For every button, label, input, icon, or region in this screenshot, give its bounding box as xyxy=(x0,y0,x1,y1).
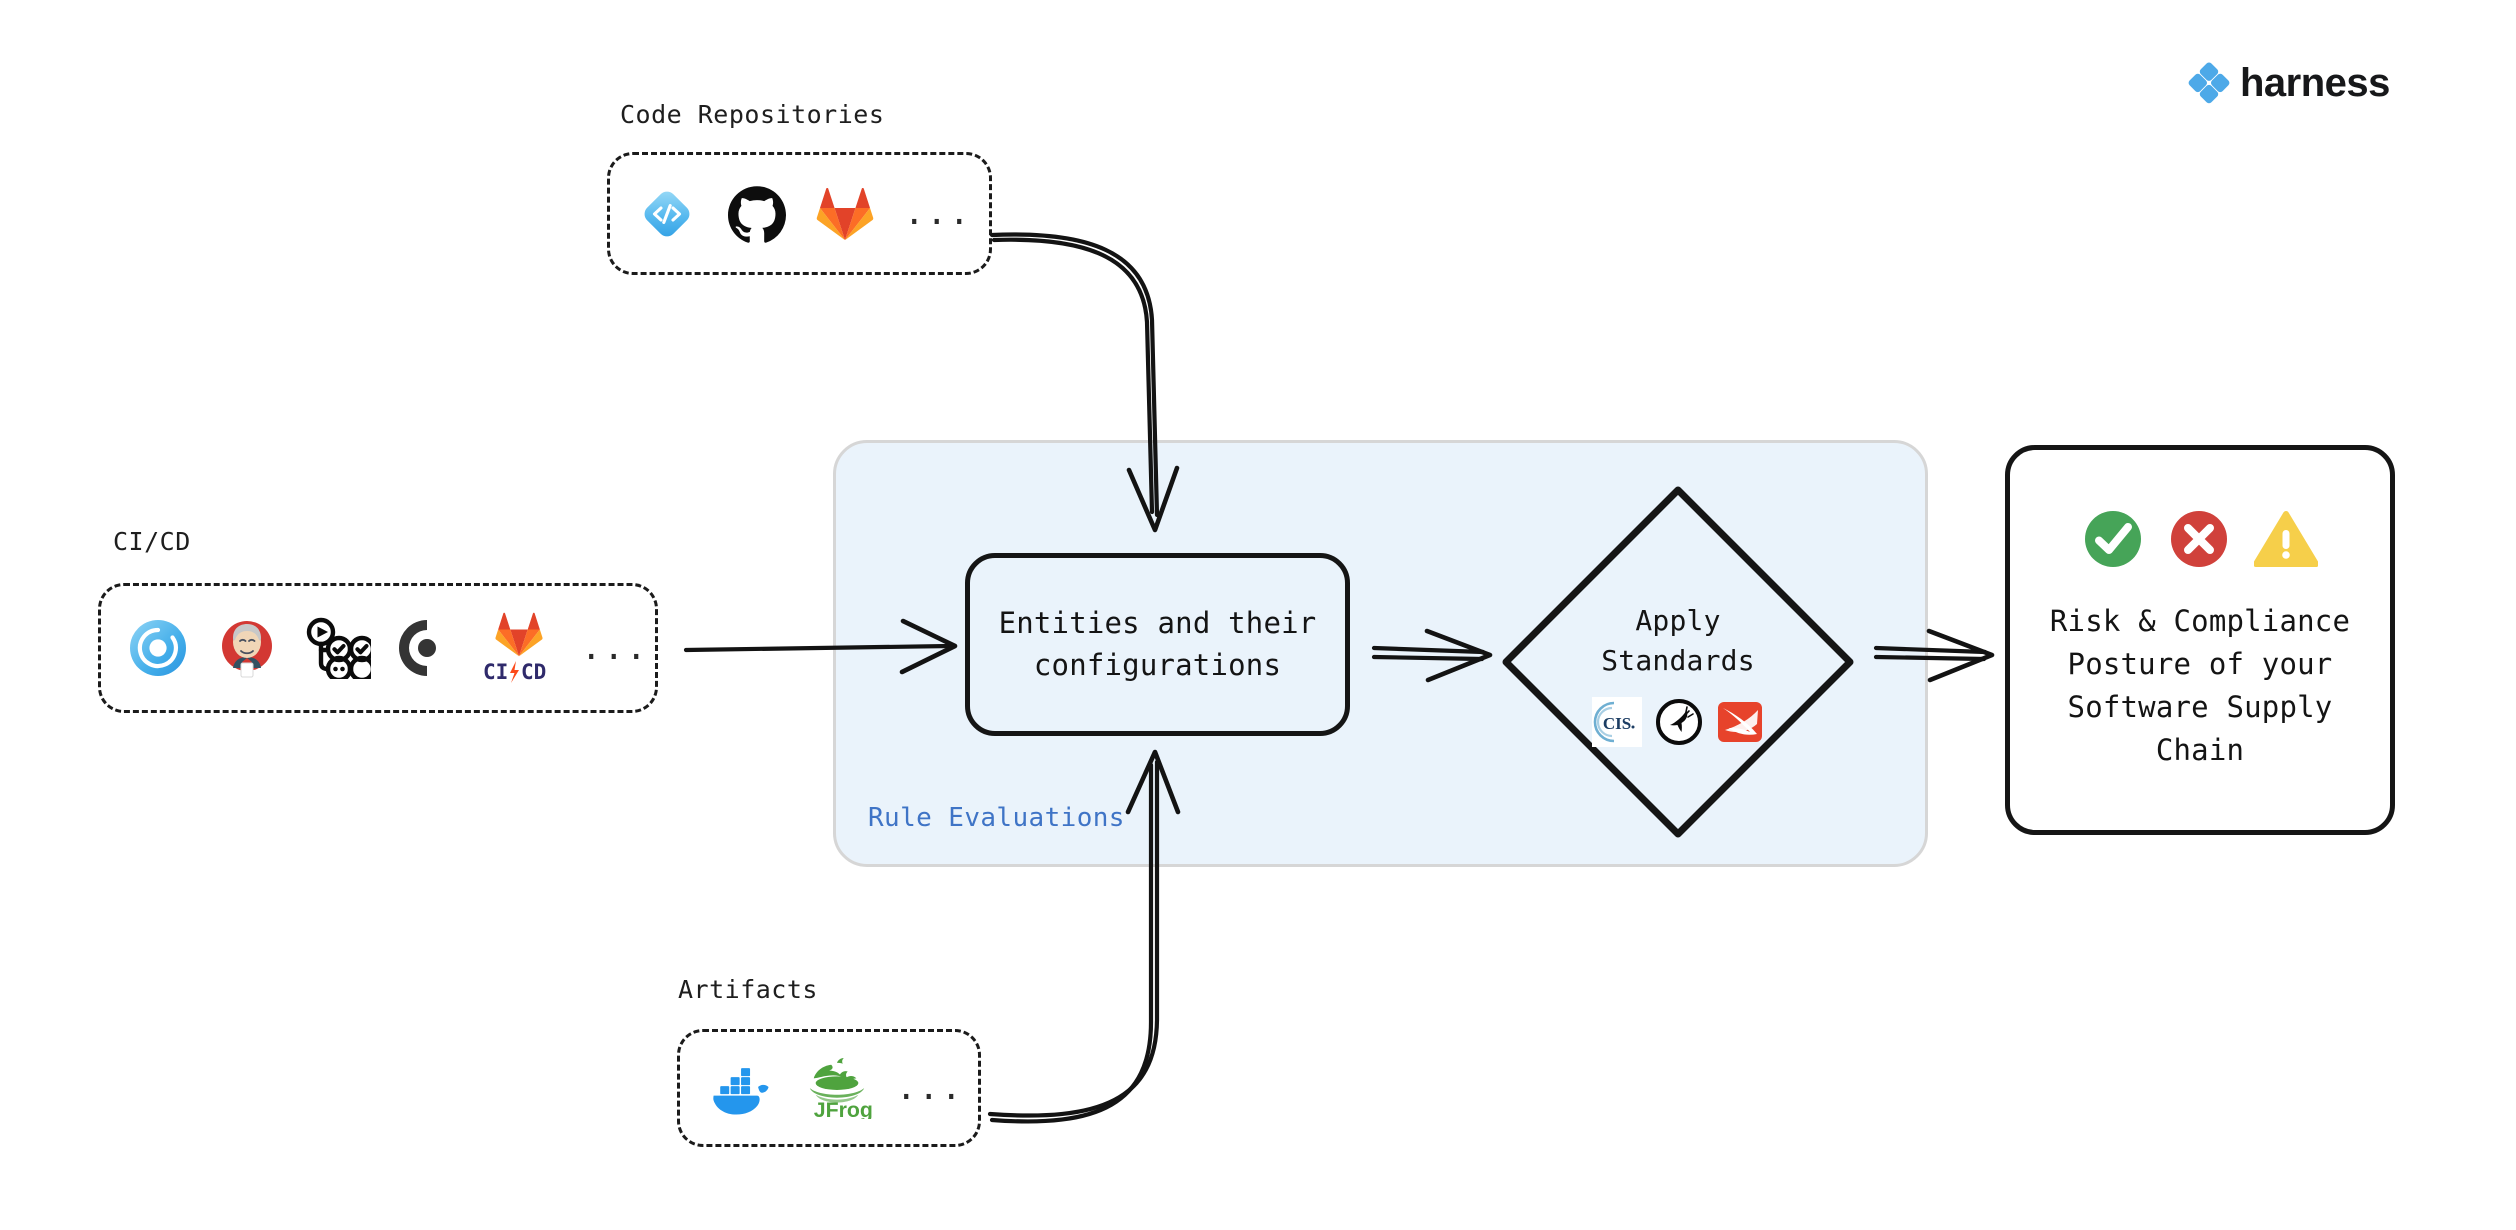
slsa-icon xyxy=(1716,698,1764,746)
rule-evaluations-label: Rule Evaluations xyxy=(868,803,1125,833)
harness-logo: harness xyxy=(2188,62,2390,104)
harness-code-icon xyxy=(636,183,698,245)
apply-standards-label: Apply Standards xyxy=(1601,604,1755,677)
jenkins-icon xyxy=(215,616,279,680)
svg-text:JFrog: JFrog xyxy=(814,1098,872,1119)
ci-cd-caption: CI/CD xyxy=(113,527,191,556)
svg-text:CIS: CIS xyxy=(1603,714,1631,733)
code-repositories-caption: Code Repositories xyxy=(620,100,885,129)
warning-triangle-icon xyxy=(2254,510,2318,568)
ci-cd-icon-row: CI CD ... xyxy=(101,586,655,710)
svg-text:CI: CI xyxy=(483,660,508,684)
outcome-label: Risk & Compliance Posture of your Softwa… xyxy=(2049,604,2351,767)
apply-standards-diamond-outline xyxy=(1502,486,1854,838)
ci-cd-box: CI CD ... xyxy=(98,583,658,713)
jfrog-icon: JFrog xyxy=(802,1057,872,1119)
standards-icon-row: CIS xyxy=(1592,696,1764,747)
status-icon-row xyxy=(2082,508,2318,570)
ci-cd-ellipsis: ... xyxy=(581,627,649,668)
entities-box-label: Entities and their configurations xyxy=(998,606,1317,682)
gitlab-cicd-icon: CI CD xyxy=(483,612,555,685)
openssf-scorecard-icon xyxy=(1655,698,1703,746)
code-repositories-ellipsis: ... xyxy=(904,193,972,234)
harness-diamond-logo-icon xyxy=(2188,62,2230,104)
cis-benchmarks-icon: CIS xyxy=(1592,696,1642,747)
harness-ci-icon xyxy=(127,617,189,679)
error-circle-icon xyxy=(2168,508,2230,570)
artifacts-icon-row: JFrog ... xyxy=(680,1032,978,1144)
check-circle-icon xyxy=(2082,508,2144,570)
gitlab-icon xyxy=(816,187,874,241)
apply-standards-diamond: Apply Standards CIS xyxy=(1498,482,1858,842)
artifacts-ellipsis: ... xyxy=(896,1067,964,1108)
code-repositories-icon-row: ... xyxy=(610,155,989,272)
artifacts-caption: Artifacts xyxy=(678,975,818,1004)
code-repositories-box: ... xyxy=(607,152,992,275)
artifacts-box: JFrog ... xyxy=(677,1029,981,1147)
github-actions-icon xyxy=(305,617,371,679)
github-icon xyxy=(728,185,786,243)
harness-wordmark: harness xyxy=(2240,61,2390,105)
circleci-icon xyxy=(397,618,457,678)
entities-and-configurations-box: Entities and their configurations xyxy=(965,553,1350,736)
svg-text:CD: CD xyxy=(521,660,546,684)
risk-compliance-outcome-box: Risk & Compliance Posture of your Softwa… xyxy=(2005,445,2395,835)
docker-icon xyxy=(706,1059,778,1117)
